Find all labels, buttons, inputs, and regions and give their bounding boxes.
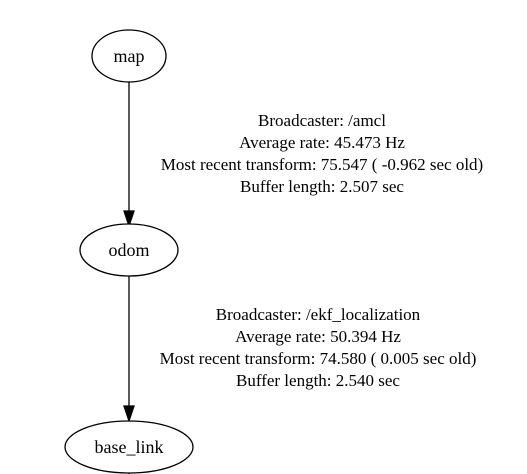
- edge-label-average-rate: Average rate: 50.394 Hz: [235, 327, 401, 346]
- node-ellipse: [79, 223, 179, 277]
- arrow-head-map-odom: [123, 210, 135, 229]
- edge-label-most-recent-transform: Most recent transform: 74.580 ( 0.005 se…: [160, 349, 477, 368]
- node-label: odom: [108, 240, 149, 260]
- edge-label-average-rate: Average rate: 45.473 Hz: [239, 133, 405, 152]
- node-label: map: [114, 46, 145, 66]
- edge-label-broadcaster: Broadcaster: /ekf_localization: [216, 305, 421, 324]
- node-odom[interactable]: odom: [79, 223, 179, 277]
- node-map[interactable]: map: [91, 29, 167, 83]
- edge-label-broadcaster: Broadcaster: /amcl: [258, 111, 386, 130]
- node-label: base_link: [95, 437, 164, 457]
- edge-label-buffer-length: Buffer length: 2.507 sec: [240, 177, 404, 196]
- edge-odom-to-base-link: Broadcaster: /ekf_localization Average r…: [123, 276, 477, 424]
- node-base-link[interactable]: base_link: [64, 420, 194, 474]
- edge-label-most-recent-transform: Most recent transform: 75.547 ( -0.962 s…: [161, 155, 483, 174]
- node-ellipse: [91, 29, 167, 83]
- edge-label-buffer-length: Buffer length: 2.540 sec: [236, 371, 400, 390]
- edge-map-to-odom: Broadcaster: /amcl Average rate: 45.473 …: [123, 82, 483, 229]
- arrow-head-odom-base-link: [123, 405, 135, 424]
